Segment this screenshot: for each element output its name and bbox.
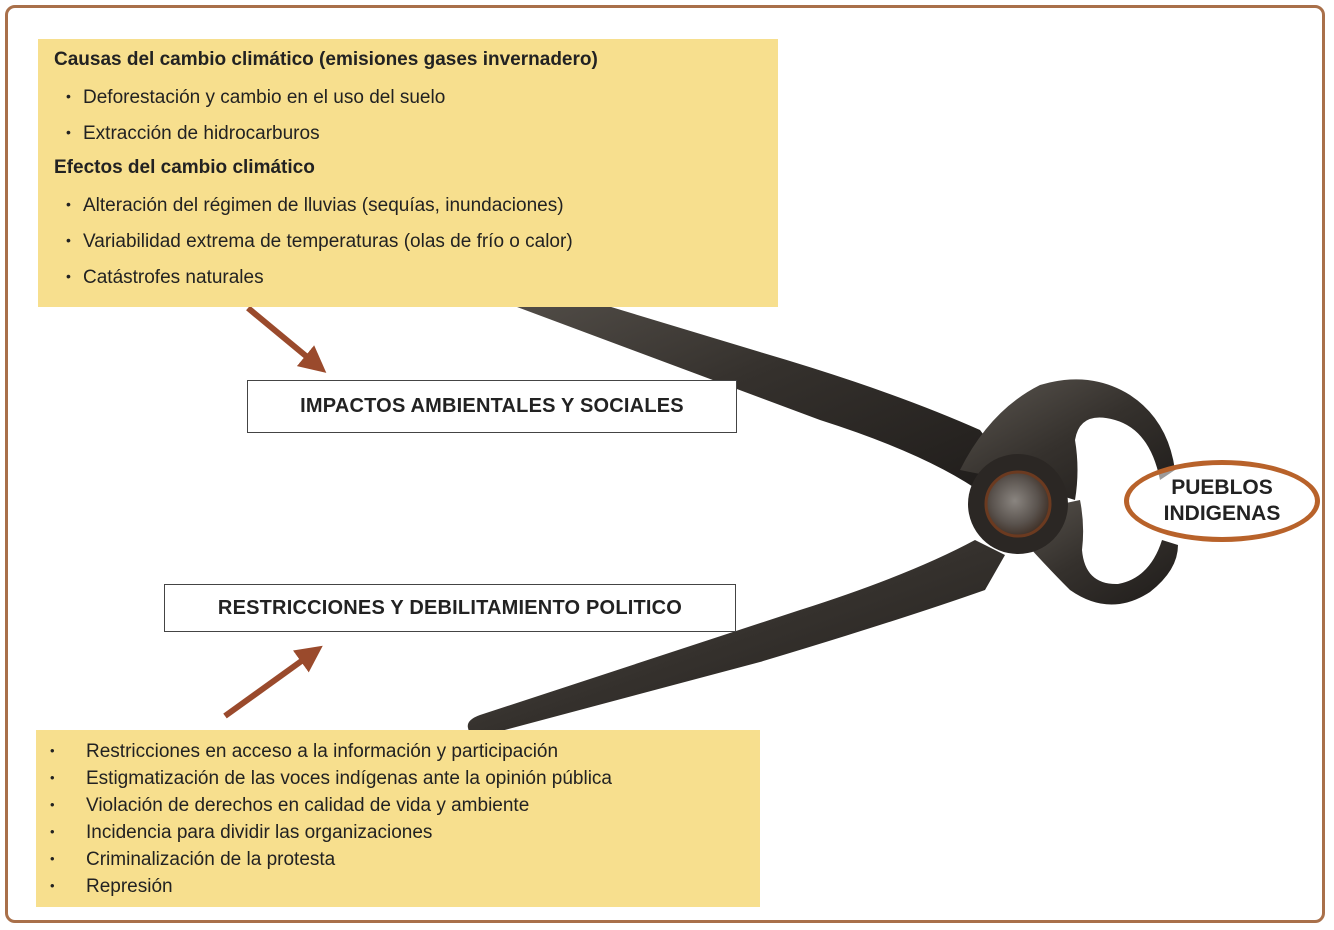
cause-item: •Deforestación y cambio en el uso del su… bbox=[54, 82, 778, 118]
bullet-icon: • bbox=[66, 268, 71, 284]
bullet-icon: • bbox=[50, 743, 55, 758]
effect-item: •Catástrofes naturales bbox=[54, 262, 778, 298]
restriction-item: •Estigmatización de las voces indígenas … bbox=[50, 765, 760, 792]
arrow-icon-down bbox=[246, 305, 327, 373]
restriction-item: •Restricciones en acceso a la informació… bbox=[50, 738, 760, 765]
bullet-icon: • bbox=[66, 124, 71, 140]
bullet-icon: • bbox=[50, 797, 55, 812]
cause-item: •Extracción de hidrocarburos bbox=[54, 118, 778, 154]
bullet-icon: • bbox=[66, 88, 71, 104]
climate-causes-panel: Causas del cambio climático (emisiones g… bbox=[38, 39, 778, 307]
political-restrictions-panel: •Restricciones en acceso a la informació… bbox=[36, 730, 760, 907]
effect-item: •Alteración del régimen de lluvias (sequ… bbox=[54, 190, 778, 226]
causes-heading: Causas del cambio climático (emisiones g… bbox=[54, 49, 598, 70]
restrictions-box: RESTRICCIONES Y DEBILITAMIENTO POLITICO bbox=[164, 584, 736, 632]
restriction-item: •Incidencia para dividir las organizacio… bbox=[50, 819, 760, 846]
bullet-icon: • bbox=[66, 232, 71, 248]
effects-heading: Efectos del cambio climático bbox=[54, 157, 315, 178]
pivot-rivet-face bbox=[984, 470, 1052, 538]
arrow-icon-up bbox=[223, 645, 323, 719]
bullet-icon: • bbox=[50, 770, 55, 785]
bullet-icon: • bbox=[66, 196, 71, 212]
impacts-box: IMPACTOS AMBIENTALES Y SOCIALES bbox=[247, 380, 737, 433]
target-label-line1: PUEBLOS bbox=[1171, 476, 1273, 499]
restriction-item: •Violación de derechos en calidad de vid… bbox=[50, 792, 760, 819]
bullet-icon: • bbox=[50, 851, 55, 866]
restriction-item: •Criminalización de la protesta bbox=[50, 846, 760, 873]
restriction-item: •Represión bbox=[50, 873, 760, 900]
effect-item: •Variabilidad extrema de temperaturas (o… bbox=[54, 226, 778, 262]
bullet-icon: • bbox=[50, 878, 55, 893]
target-label-line2: INDIGENAS bbox=[1163, 502, 1281, 525]
indigenous-peoples-ellipse: PUEBLOS INDIGENAS bbox=[1124, 460, 1320, 542]
lower-handle bbox=[467, 540, 1005, 737]
bullet-icon: • bbox=[50, 824, 55, 839]
